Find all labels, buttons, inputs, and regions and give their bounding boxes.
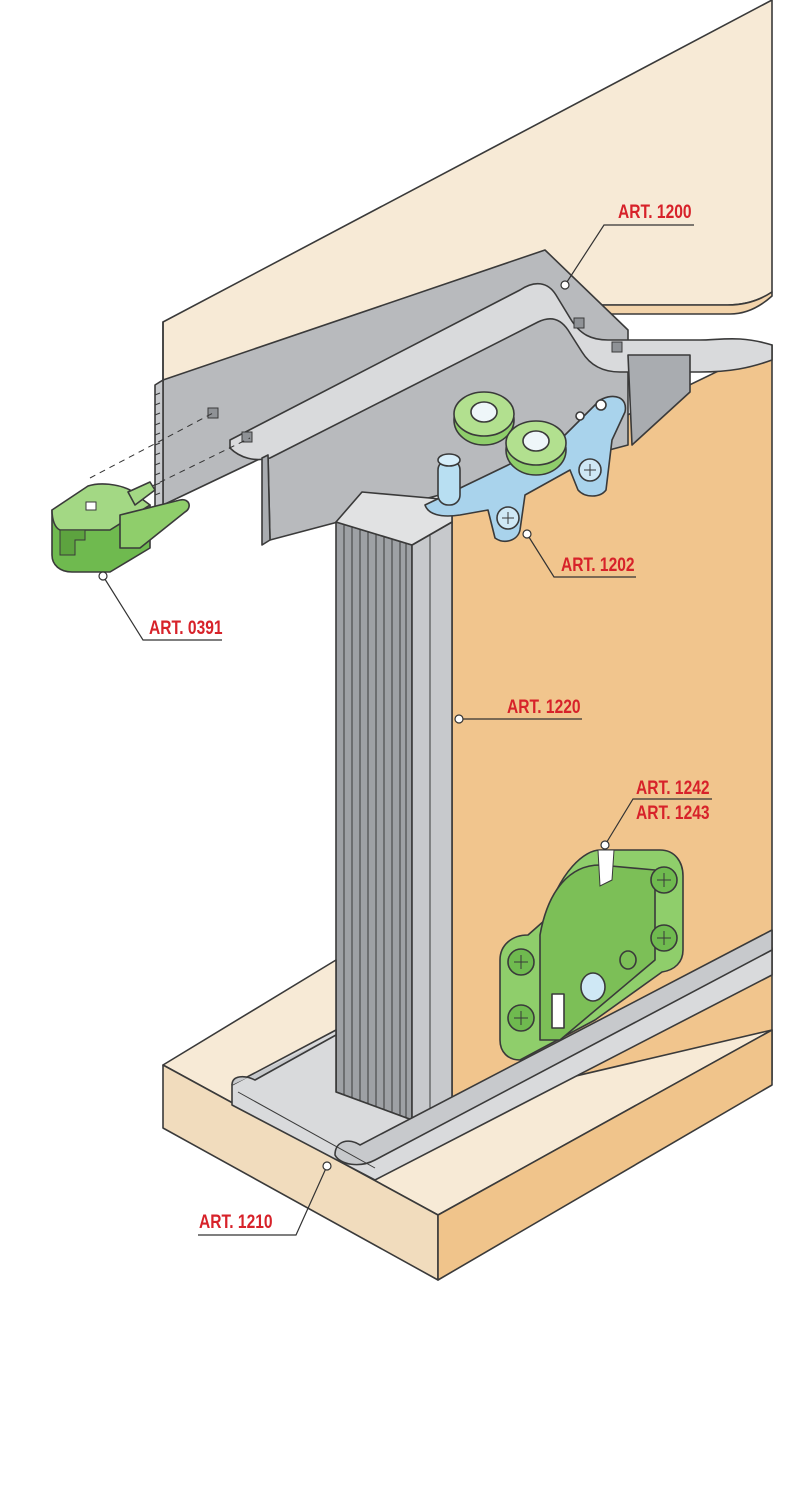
screw-icon (507, 948, 535, 976)
screw-icon (650, 866, 678, 894)
label-art-1243: ART. 1243 (636, 802, 710, 824)
callout-art-1202: ART. 1202 (522, 529, 636, 578)
assembly-dashed-lines (89, 411, 251, 493)
lower-wood-panel (162, 959, 773, 1281)
roller-wheel-front (505, 420, 567, 476)
label-art-1202: ART. 1202 (561, 554, 635, 576)
bottom-guide-plate (499, 849, 684, 1061)
screw-icon (496, 506, 520, 530)
label-art-1210: ART. 1210 (199, 1211, 273, 1233)
vertical-handle-profile (335, 491, 453, 1121)
bottom-guide-track (231, 929, 773, 1181)
label-art-1200: ART. 1200 (618, 201, 692, 223)
callout-art-0391: ART. 0391 (98, 571, 223, 641)
screw-icon (650, 924, 678, 952)
callout-art-1210: ART. 1210 (198, 1161, 332, 1236)
end-cap-part (51, 481, 190, 573)
roller-carriage (424, 391, 627, 542)
screw-icon (578, 458, 602, 482)
label-art-1242: ART. 1242 (636, 777, 710, 799)
callout-art-1200: ART. 1200 (560, 201, 694, 290)
label-art-0391: ART. 0391 (149, 617, 223, 639)
roller-wheel-rear (453, 391, 515, 446)
screw-icon (507, 1004, 535, 1032)
label-art-1220: ART. 1220 (507, 696, 581, 718)
callout-art-1242-1243: ART. 1242 ART. 1243 (600, 777, 712, 850)
callout-art-1220: ART. 1220 (454, 696, 582, 724)
